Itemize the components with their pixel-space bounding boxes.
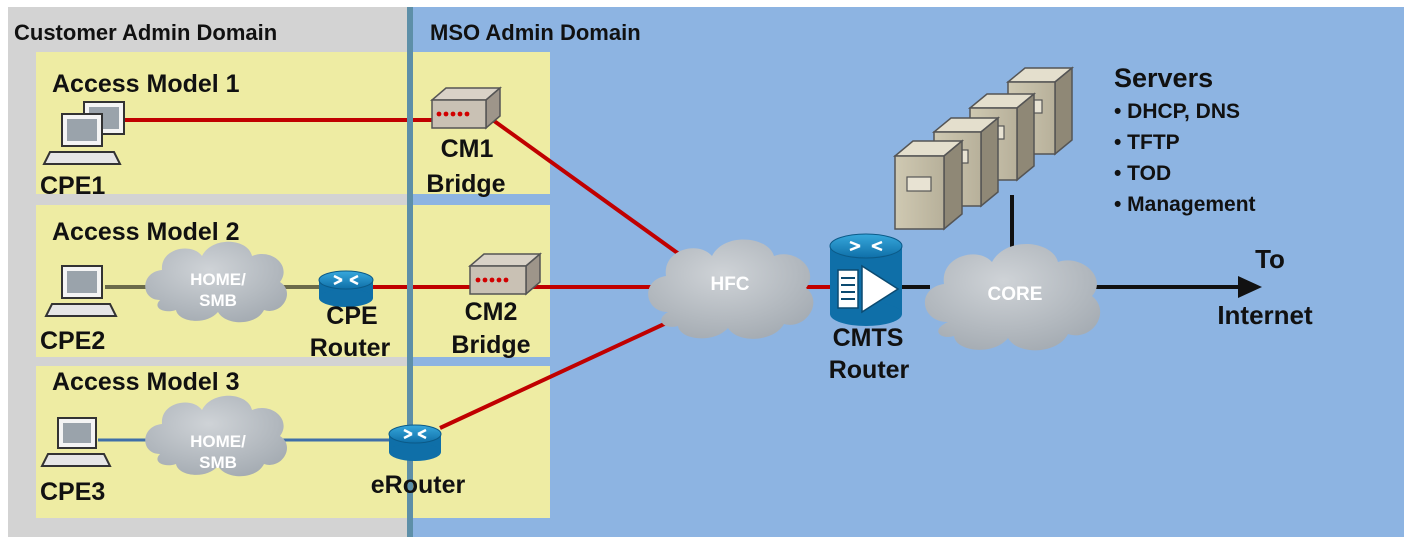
cpe-router-label-line1: CPE	[326, 302, 377, 330]
cpe2-label: CPE2	[40, 327, 105, 355]
servers-item-tod: • TOD	[1114, 162, 1171, 185]
server-icon-1	[892, 139, 965, 231]
cm1-label-line2: Bridge	[426, 170, 505, 198]
cm2-label-line1: CM2	[465, 298, 518, 326]
link-cm1-hfc	[488, 116, 692, 264]
servers-title: Servers	[1114, 63, 1213, 93]
cmts-router-icon	[829, 233, 903, 326]
cpe1-label: CPE1	[40, 172, 105, 200]
mso-domain-label: MSO Admin Domain	[430, 20, 641, 45]
home-smb-cloud-2-icon	[145, 395, 288, 477]
servers-item-management: • Management	[1114, 193, 1256, 216]
home-smb-1-line2: SMB	[199, 291, 237, 310]
cpe3-computer-icon	[40, 417, 112, 467]
link-erouter-hfc	[439, 310, 691, 430]
core-label: CORE	[988, 284, 1043, 305]
erouter-icon	[388, 424, 442, 461]
customer-domain-label: Customer Admin Domain	[14, 20, 277, 45]
access-model-2-label: Access Model 2	[52, 218, 240, 246]
home-smb-2-line1: HOME/	[190, 432, 246, 451]
links	[98, 116, 1262, 442]
mso-domain-area	[410, 7, 1404, 537]
access-model-2-box	[36, 205, 550, 357]
internet-label-line2: Internet	[1217, 300, 1313, 330]
cpe2-computer-icon	[44, 265, 118, 317]
cmts-label-line2: Router	[829, 356, 910, 384]
servers-item-tftp: • TFTP	[1114, 131, 1180, 154]
home-smb-2-line2: SMB	[199, 453, 237, 472]
domain-divider	[407, 7, 413, 537]
cm2-label-line2: Bridge	[451, 331, 530, 359]
cpe3-label: CPE3	[40, 478, 105, 506]
access-model-3-label: Access Model 3	[52, 368, 240, 396]
hfc-label: HFC	[710, 274, 749, 295]
hfc-cloud-icon	[648, 239, 814, 339]
cpe1-computer-icon	[42, 101, 125, 165]
access-model-3-box	[36, 366, 550, 518]
erouter-label: eRouter	[371, 471, 466, 499]
internet-label-line1: To	[1255, 244, 1285, 274]
cpe-router-label-line2: Router	[310, 334, 391, 362]
cm1-modem-icon	[429, 86, 503, 130]
internet-arrow-icon	[1238, 276, 1262, 298]
cpe-router-icon	[318, 270, 374, 307]
cmts-label-line1: CMTS	[833, 324, 904, 352]
cm1-label-line1: CM1	[441, 135, 494, 163]
home-smb-cloud-1-icon	[145, 241, 288, 323]
cm2-modem-icon	[467, 252, 543, 296]
servers-item-dhcp-dns: • DHCP, DNS	[1114, 100, 1240, 123]
home-smb-1-line1: HOME/	[190, 270, 246, 289]
access-model-1-label: Access Model 1	[52, 70, 240, 98]
core-cloud-icon	[924, 243, 1101, 351]
